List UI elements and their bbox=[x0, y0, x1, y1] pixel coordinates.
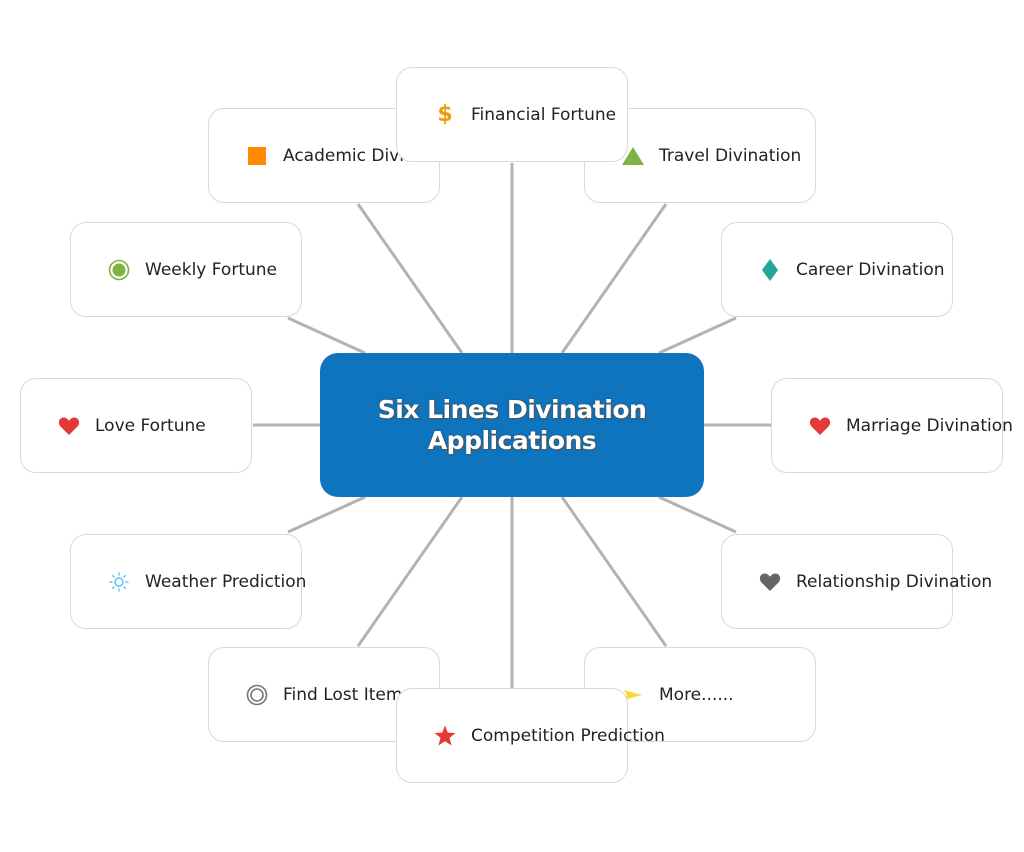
dollar-icon: $ bbox=[437, 101, 453, 127]
triangle-icon bbox=[621, 144, 645, 168]
central-topic-title: Six Lines Divination Applications bbox=[377, 395, 647, 455]
node-love-fortune[interactable]: Love Fortune bbox=[20, 378, 252, 473]
connector-weekly bbox=[287, 316, 366, 355]
target-icon bbox=[107, 258, 131, 282]
node-label: Weekly Fortune bbox=[145, 259, 277, 280]
node-label: Career Divination bbox=[796, 259, 945, 280]
node-label: Find Lost Items bbox=[283, 684, 412, 705]
node-label: Financial Fortune bbox=[471, 104, 617, 125]
rings-icon bbox=[245, 683, 269, 707]
node-label: Weather Prediction bbox=[145, 571, 307, 592]
connector-career bbox=[658, 316, 737, 355]
connector-academic bbox=[356, 203, 464, 354]
heart-icon bbox=[808, 414, 832, 438]
connector-travel bbox=[560, 203, 668, 354]
node-weather-prediction[interactable]: Weather Prediction bbox=[70, 534, 306, 629]
node-label: Competition Prediction bbox=[471, 725, 665, 746]
heart-icon bbox=[57, 414, 81, 438]
node-travel-divination[interactable]: Travel Divination bbox=[584, 108, 816, 203]
node-marriage-divination[interactable]: Marriage Divination bbox=[771, 378, 1013, 473]
arrow-icon bbox=[621, 683, 645, 707]
node-label: Relationship Divination bbox=[796, 571, 993, 592]
connector-relationship bbox=[658, 495, 737, 534]
node-label: Marriage Divination bbox=[846, 415, 1013, 436]
sun-icon bbox=[107, 570, 131, 594]
node-financial-fortune[interactable]: $ Financial Fortune bbox=[396, 67, 628, 162]
central-topic[interactable]: Six Lines Divination Applications bbox=[320, 353, 704, 497]
connector-lost bbox=[356, 496, 464, 647]
heart-icon bbox=[758, 570, 782, 594]
node-label: Love Fortune bbox=[95, 415, 206, 436]
diamond-icon bbox=[758, 258, 782, 282]
square-icon bbox=[245, 144, 269, 168]
node-competition-prediction[interactable]: Competition Prediction bbox=[396, 688, 665, 783]
star-icon bbox=[433, 724, 457, 748]
node-label: More...... bbox=[659, 684, 734, 705]
node-career-divination[interactable]: Career Divination bbox=[721, 222, 953, 317]
node-weekly-fortune[interactable]: Weekly Fortune bbox=[70, 222, 302, 317]
node-label: Travel Divination bbox=[659, 145, 802, 166]
connector-weather bbox=[287, 495, 366, 534]
connector-more bbox=[560, 496, 668, 647]
node-relationship-divination[interactable]: Relationship Divination bbox=[721, 534, 992, 629]
